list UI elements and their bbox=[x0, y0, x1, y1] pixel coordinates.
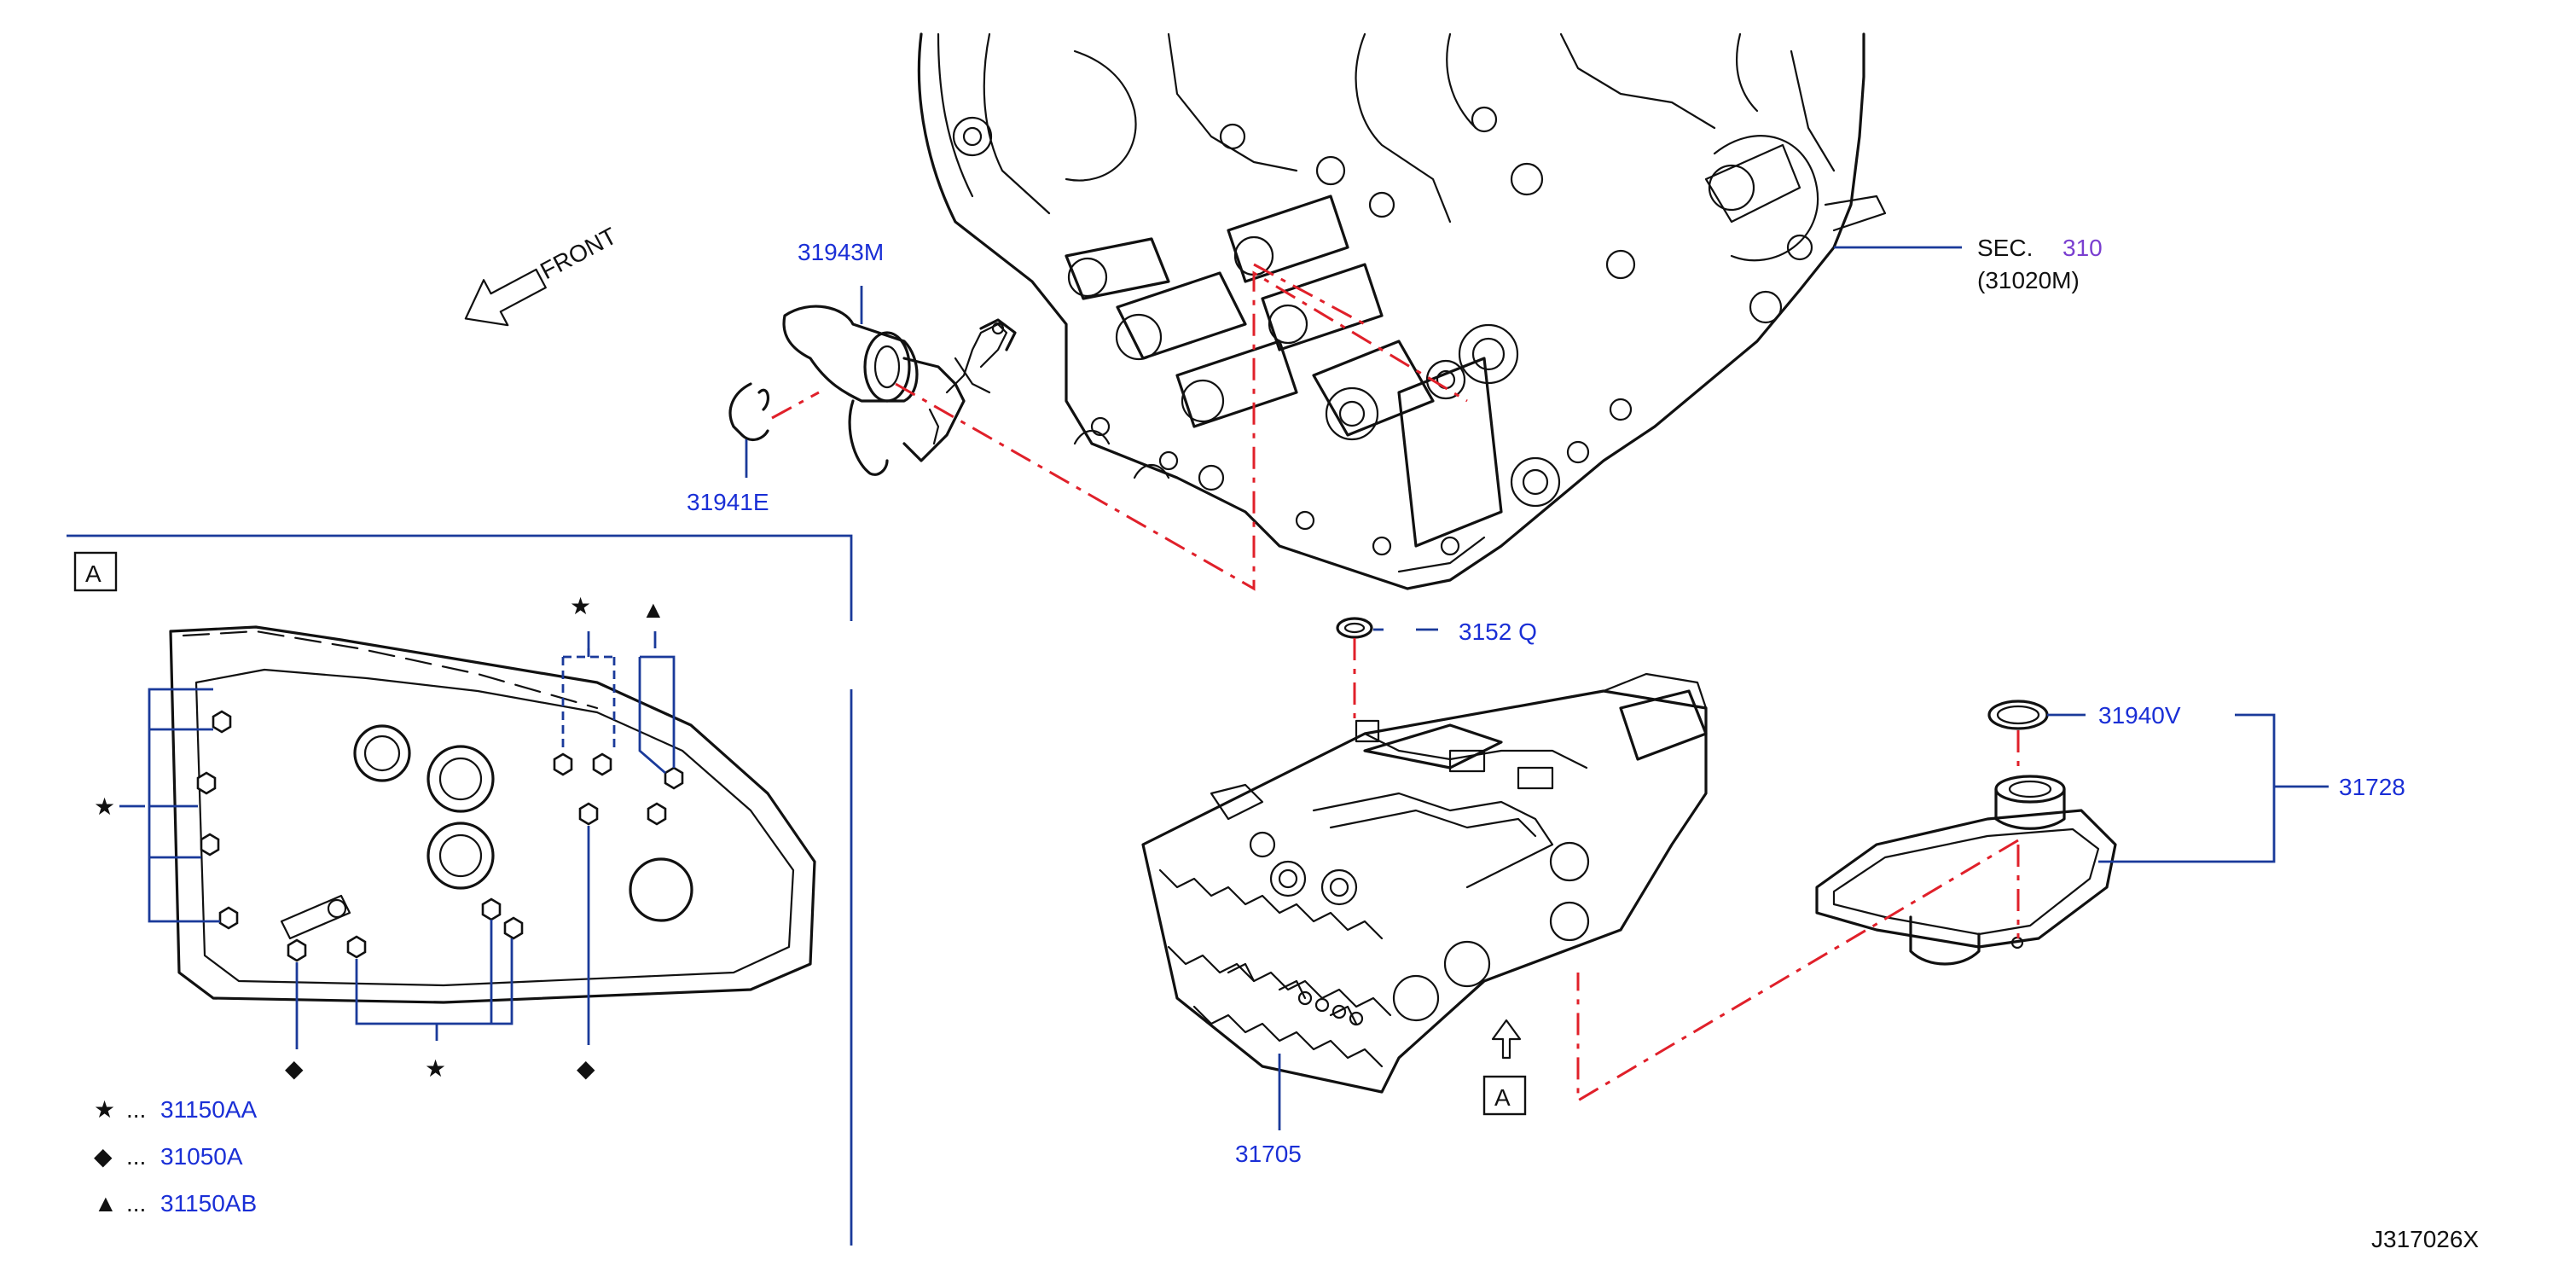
part-31940V[interactable]: 31940V bbox=[2098, 702, 2181, 729]
oring-31940V-illustration bbox=[1987, 700, 2049, 730]
phantom-line-case bbox=[1253, 263, 1366, 326]
solenoid-31943M-illustration bbox=[782, 305, 1017, 476]
legend-dots: ... bbox=[126, 1143, 146, 1170]
diamond-icon: ◆ bbox=[285, 1055, 304, 1082]
legend-part-link[interactable]: 31150AA bbox=[160, 1096, 257, 1123]
view-a-box-label: A bbox=[85, 560, 102, 587]
part-31943M[interactable]: 31943M bbox=[798, 239, 884, 265]
legend-dots: ... bbox=[126, 1190, 146, 1217]
sec-prefix: SEC. bbox=[1977, 235, 2033, 261]
front-arrow: FRONT bbox=[464, 223, 621, 327]
front-label: FRONT bbox=[536, 223, 621, 285]
diamond-icon: ◆ bbox=[94, 1143, 113, 1170]
part-31941E[interactable]: 31941E bbox=[687, 489, 769, 515]
transmission-case-illustration bbox=[917, 32, 1887, 590]
triangle-icon: ▲ bbox=[94, 1190, 118, 1217]
valve-body-31705-illustration bbox=[1141, 672, 1708, 1094]
view-a-ref-label: A bbox=[1494, 1084, 1511, 1111]
legend: ★ ... 31150AA ◆ ... 31050A ▲ ... 31150AB bbox=[94, 1096, 257, 1217]
drawing-id: J317026X bbox=[2371, 1226, 2479, 1252]
strainer-31728-illustration bbox=[1815, 775, 2117, 966]
phantom-line-solenoid bbox=[895, 270, 1468, 591]
legend-part-link[interactable]: 31050A bbox=[160, 1143, 243, 1170]
legend-item: ★ ... 31150AA bbox=[94, 1096, 257, 1123]
star-icon: ★ bbox=[94, 793, 115, 820]
arrow-icon bbox=[464, 268, 547, 327]
sec-number-link[interactable]: 310 bbox=[2063, 235, 2103, 261]
oring-3152Q-illustration bbox=[1336, 617, 1373, 639]
view-a-panel: A bbox=[67, 534, 853, 1246]
bolt-hexes bbox=[196, 710, 684, 962]
part-31705[interactable]: 31705 bbox=[1235, 1141, 1302, 1167]
part-3152Q[interactable]: 3152 Q bbox=[1459, 618, 1537, 645]
legend-item: ▲ ... 31150AB bbox=[94, 1190, 257, 1217]
legend-item: ◆ ... 31050A bbox=[94, 1143, 243, 1170]
sec-310-callout: SEC. 310 (31020M) bbox=[1834, 235, 2103, 293]
star-icon: ★ bbox=[94, 1096, 115, 1123]
part-31728[interactable]: 31728 bbox=[2339, 774, 2405, 800]
legend-part-link[interactable]: 31150AB bbox=[160, 1190, 257, 1217]
view-a-reference: A bbox=[1482, 1019, 1527, 1116]
phantom-line-clip bbox=[771, 391, 820, 420]
diamond-icon: ◆ bbox=[577, 1055, 595, 1082]
triangle-icon: ▲ bbox=[641, 596, 665, 623]
phantom-line-strainer-to-body bbox=[1576, 839, 2019, 1103]
arrow-up-icon bbox=[1491, 1019, 1522, 1060]
legend-dots: ... bbox=[126, 1096, 146, 1123]
star-icon: ★ bbox=[570, 593, 591, 619]
clip-31941E-illustration bbox=[728, 382, 770, 442]
sec-sub-part: (31020M) bbox=[1977, 267, 2080, 293]
star-icon: ★ bbox=[425, 1055, 446, 1082]
